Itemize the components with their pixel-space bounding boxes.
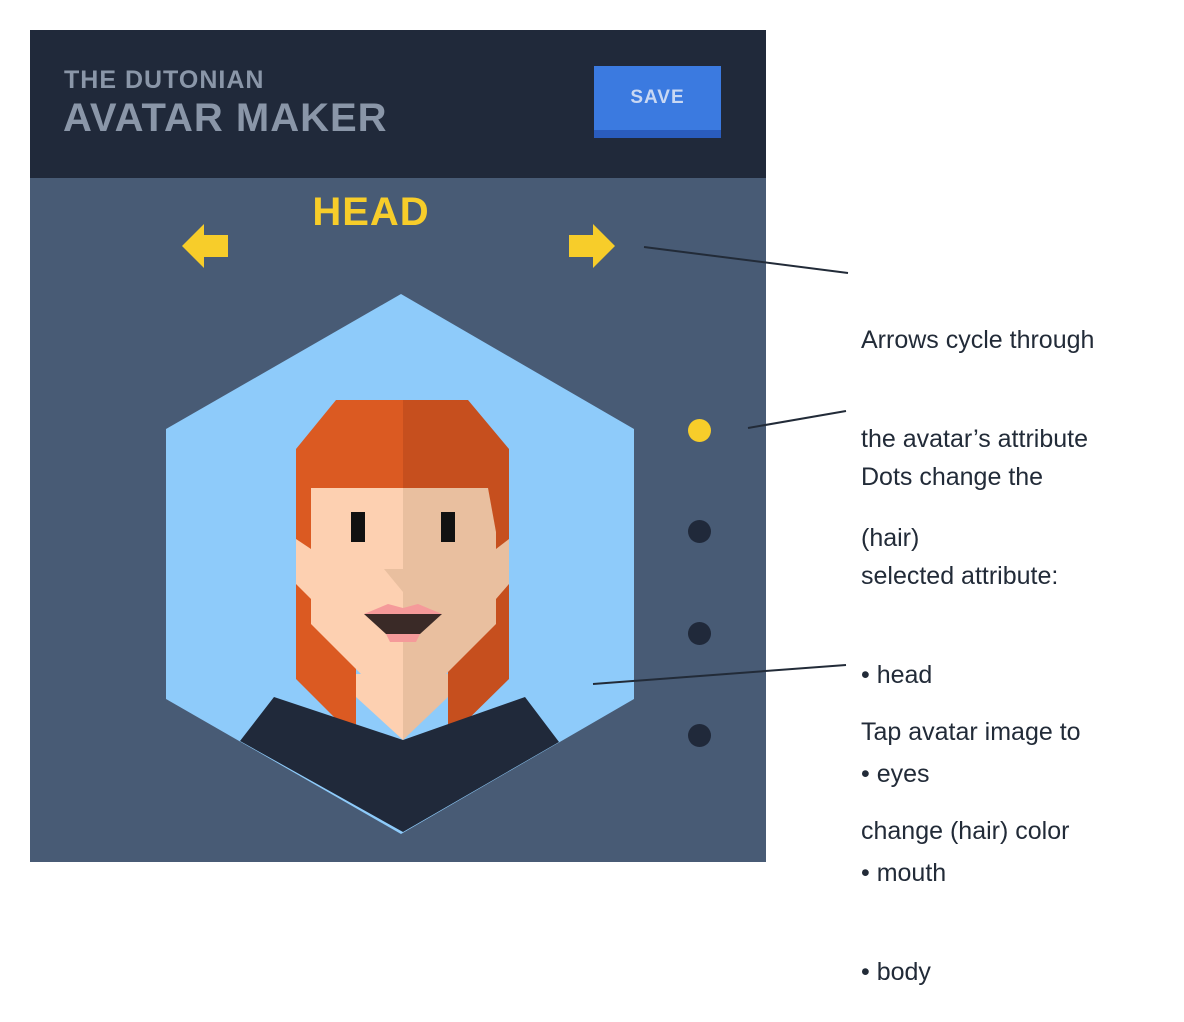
avatar-cheek-right xyxy=(496,539,509,599)
annotation-text: Arrows cycle through xyxy=(861,326,1095,354)
annotation-text: Tap avatar image to xyxy=(861,718,1081,746)
avatar-neck-left xyxy=(356,674,403,740)
avatar-image[interactable] xyxy=(166,294,634,834)
avatar-eye-left xyxy=(351,512,365,542)
save-button[interactable]: SAVE xyxy=(594,66,721,138)
app-subtitle: THE DUTONIAN xyxy=(64,66,265,94)
arrow-right-icon[interactable] xyxy=(569,224,615,268)
annotation-text: • head xyxy=(861,661,933,689)
arrow-left-icon[interactable] xyxy=(182,224,228,268)
avatar-face-right xyxy=(403,484,496,684)
annotation-text: • body xyxy=(861,958,931,986)
dot-mouth[interactable] xyxy=(688,622,711,645)
avatar-neck-right xyxy=(403,674,448,740)
annotation-text: change (hair) color xyxy=(861,817,1070,845)
avatar-hair-fringe-right xyxy=(488,488,496,532)
avatar-eye-right xyxy=(441,512,455,542)
annotation-text: selected attribute: xyxy=(861,562,1059,590)
dot-body[interactable] xyxy=(688,724,711,747)
annotation-text: • mouth xyxy=(861,859,947,887)
app-header: THE DUTONIAN AVATAR MAKER SAVE xyxy=(30,30,766,178)
annotation-text: • eyes xyxy=(861,760,930,788)
avatar-upper-lip xyxy=(364,604,442,614)
app-title: AVATAR MAKER xyxy=(63,96,388,140)
avatar-face-left xyxy=(311,484,403,684)
avatar-cheek-left xyxy=(296,539,311,599)
avatar-nose xyxy=(384,569,403,592)
dot-head[interactable] xyxy=(688,419,711,442)
annotation-tap: Tap avatar image to change (hair) color xyxy=(861,650,1081,881)
avatar-shirt xyxy=(240,697,559,832)
avatar-mouth xyxy=(364,614,442,634)
avatar-hair-top-left xyxy=(296,400,403,488)
annotation-text: the avatar’s attribute xyxy=(861,425,1088,453)
avatar-lower-lip xyxy=(386,634,420,642)
avatar-hair-top-right xyxy=(403,400,509,488)
attribute-label: HEAD xyxy=(312,190,430,234)
annotation-text: Dots change the xyxy=(861,463,1044,491)
annotation-text: (hair) xyxy=(861,524,920,552)
dot-eyes[interactable] xyxy=(688,520,711,543)
annotation-arrows: Arrows cycle through the avatar’s attrib… xyxy=(861,258,1094,588)
